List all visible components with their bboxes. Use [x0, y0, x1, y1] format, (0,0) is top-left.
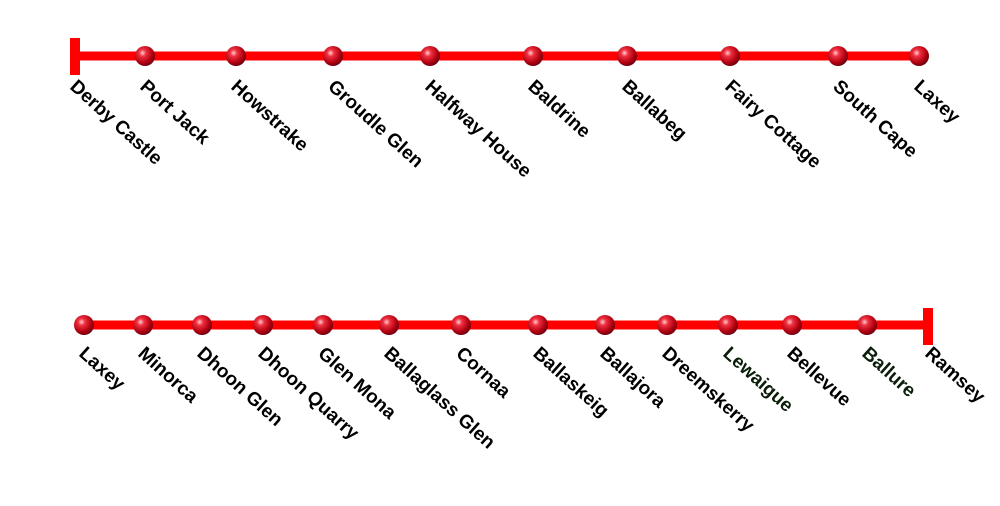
station-marker-dreemskerry[interactable] — [657, 315, 677, 335]
station-marker-laxey[interactable] — [909, 46, 929, 66]
station-marker-south-cape[interactable] — [828, 46, 848, 66]
station-marker-dhoon-glen[interactable] — [192, 315, 212, 335]
station-label-cornaa: Cornaa — [452, 343, 515, 403]
station-marker-ballajora[interactable] — [595, 315, 615, 335]
station-marker-glen-mona[interactable] — [313, 315, 333, 335]
station-label-laxey: Laxey — [75, 343, 129, 395]
station-marker-bellevue[interactable] — [782, 315, 802, 335]
station-marker-ballure[interactable] — [857, 315, 877, 335]
station-label-dhoon-quarry: Dhoon Quarry — [254, 343, 363, 444]
station-marker-ballaglass-glen[interactable] — [379, 315, 399, 335]
station-marker-groudle-glen[interactable] — [323, 46, 343, 66]
station-marker-halfway-house[interactable] — [420, 46, 440, 66]
station-marker-lewaigue[interactable] — [718, 315, 738, 335]
station-marker-laxey[interactable] — [74, 315, 94, 335]
station-label-ballure: Ballure — [858, 343, 920, 402]
station-marker-howstrake[interactable] — [226, 46, 246, 66]
station-marker-ballabeg[interactable] — [617, 46, 637, 66]
station-label-baldrine: Baldrine — [524, 76, 595, 142]
station-label-ramsey: Ramsey — [921, 343, 990, 408]
station-label-laxey: Laxey — [910, 76, 964, 128]
station-label-howstrake: Howstrake — [227, 76, 312, 156]
station-marker-minorca[interactable] — [133, 315, 153, 335]
station-marker-cornaa[interactable] — [451, 315, 471, 335]
station-marker-baldrine[interactable] — [523, 46, 543, 66]
station-label-minorca: Minorca — [134, 343, 203, 408]
station-label-halfway-house: Halfway House — [421, 76, 535, 182]
station-label-groudle-glen: Groudle Glen — [324, 76, 427, 172]
terminus-bar-ramsey — [923, 308, 933, 345]
station-label-fairy-cottage: Fairy Cottage — [721, 76, 825, 173]
station-label-ballabeg: Ballabeg — [618, 76, 691, 145]
station-marker-ballaskeig[interactable] — [528, 315, 548, 335]
station-marker-port-jack[interactable] — [135, 46, 155, 66]
station-marker-dhoon-quarry[interactable] — [253, 315, 273, 335]
station-label-south-cape: South Cape — [829, 76, 921, 162]
terminus-bar-derby-castle — [70, 38, 80, 75]
station-marker-fairy-cottage[interactable] — [720, 46, 740, 66]
